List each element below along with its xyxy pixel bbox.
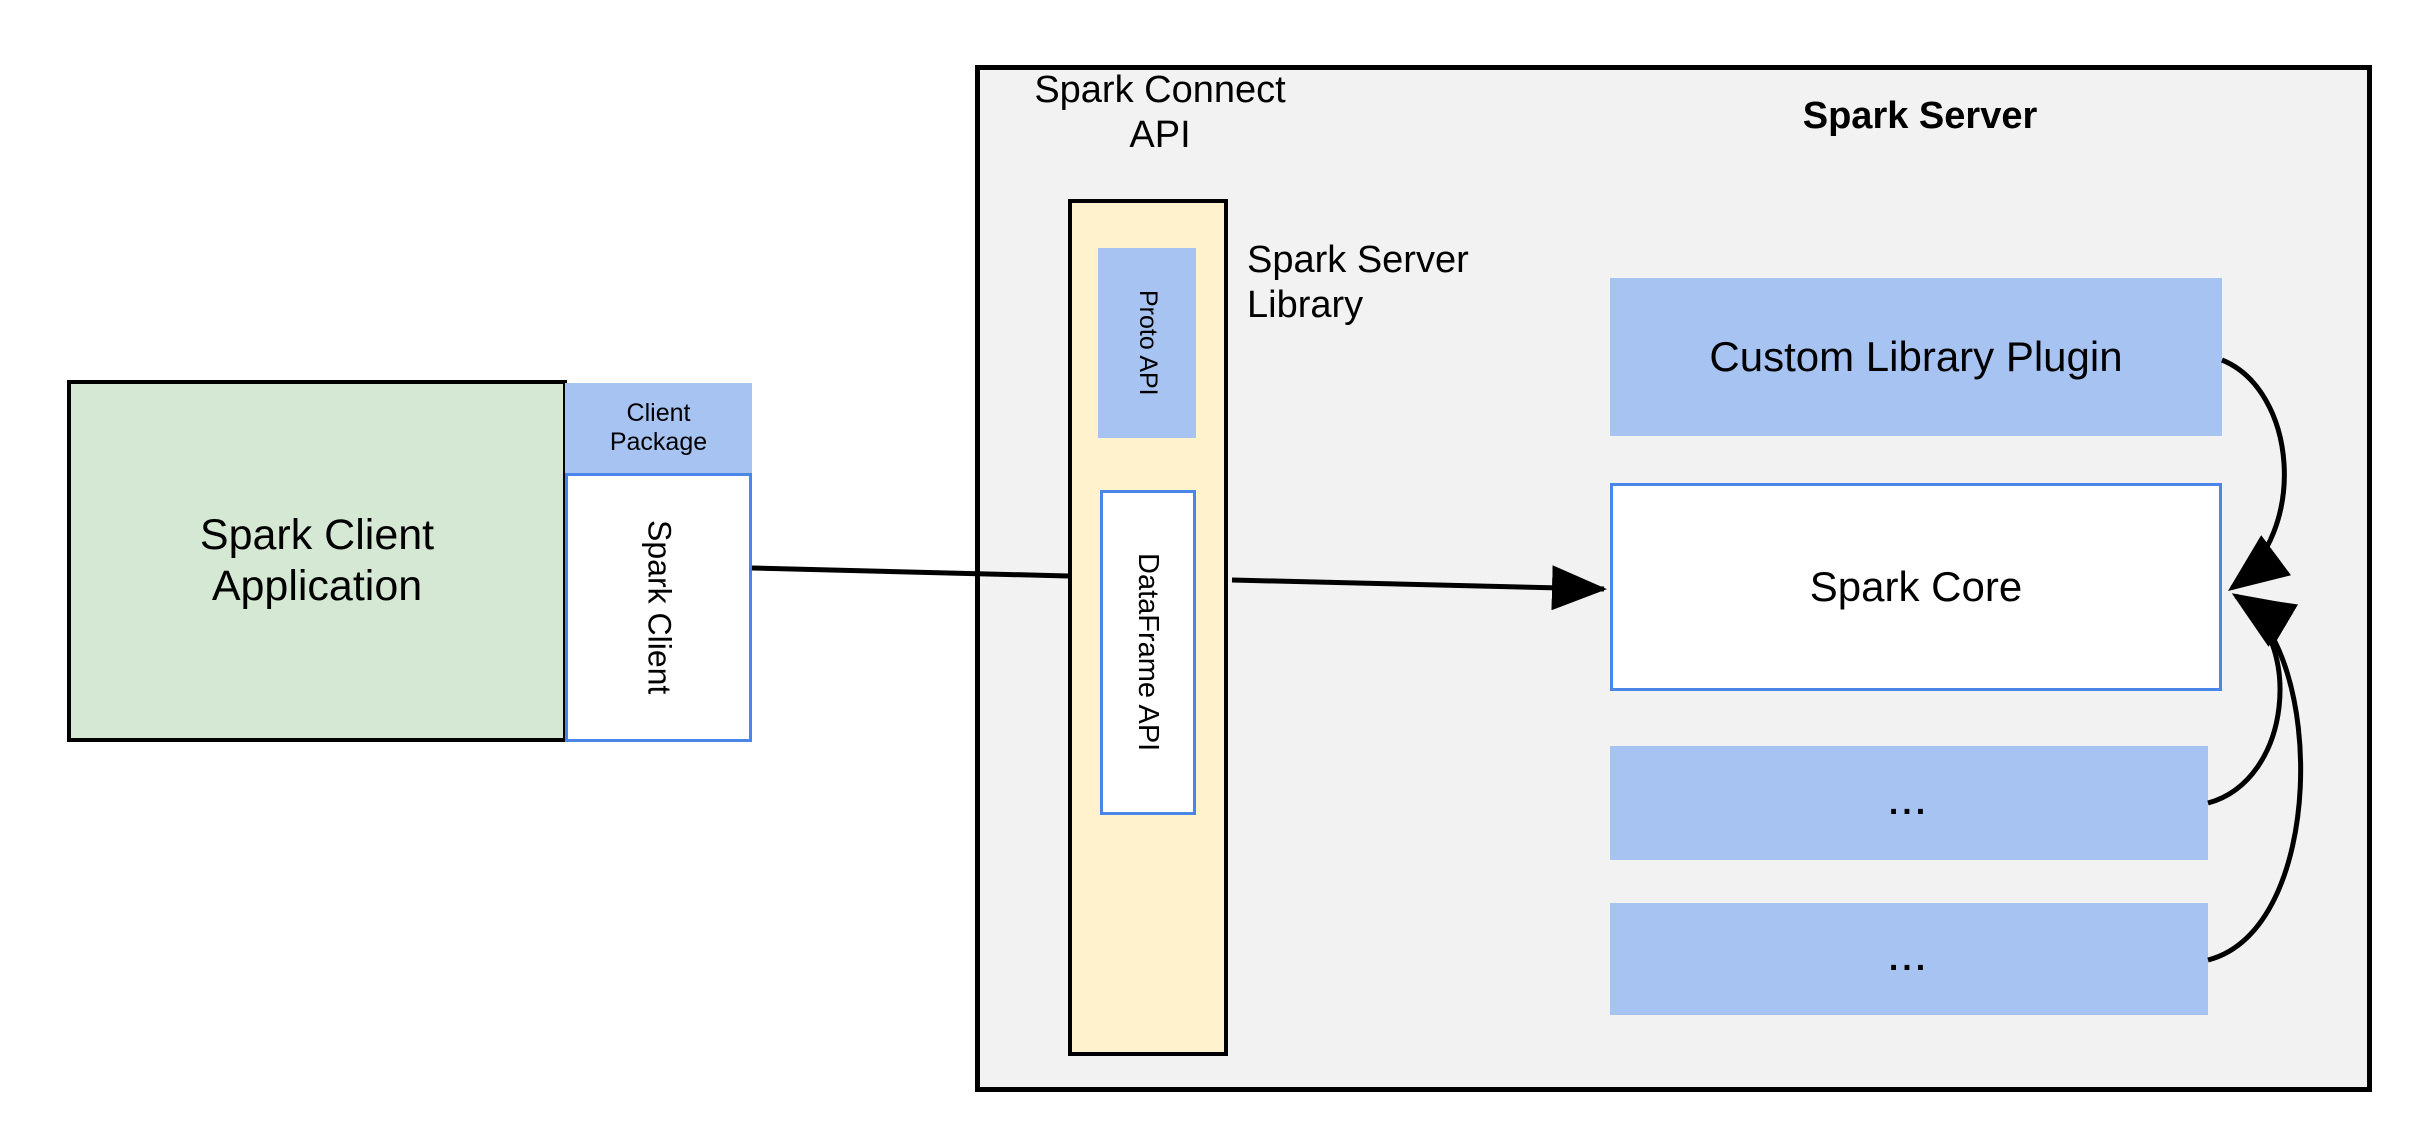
spark-client-box[interactable]: Spark Client xyxy=(565,473,752,742)
spark-server-library-title-line1: Spark Server xyxy=(1247,239,1469,281)
server-component-placeholder-1-label: ... xyxy=(1888,783,1930,822)
spark-client-application-line1: Spark Client xyxy=(199,511,435,560)
spark-server-library-title-line2: Library xyxy=(1247,283,1364,326)
spark-server-library-title: Spark Server Library xyxy=(1247,238,1577,338)
spark-client-application-label: Spark Client Application xyxy=(190,510,444,611)
dataframe-api-label: DataFrame API xyxy=(1132,553,1165,752)
spark-connect-api-title-line1: Spark Connect xyxy=(1034,69,1286,111)
spark-connect-api-title: Spark Connect API xyxy=(1000,68,1320,168)
spark-connect-api-title-line2: API xyxy=(1129,113,1191,156)
client-package-line2: Package xyxy=(609,428,708,456)
client-package-header[interactable]: Client Package xyxy=(565,383,752,473)
spark-client-application-line2: Application xyxy=(211,562,423,610)
dataframe-api-box[interactable]: DataFrame API xyxy=(1100,490,1196,815)
server-component-placeholder-1[interactable]: ... xyxy=(1610,746,2208,860)
proto-api-label: Proto API xyxy=(1133,290,1162,396)
proto-api-box[interactable]: Proto API xyxy=(1098,248,1196,438)
custom-library-plugin-label: Custom Library Plugin xyxy=(1709,333,2123,381)
client-package-label: Client Package xyxy=(610,399,707,458)
client-package-line1: Client xyxy=(626,398,691,427)
spark-core-label: Spark Core xyxy=(1809,563,2023,611)
server-component-placeholder-2[interactable]: ... xyxy=(1610,903,2208,1015)
spark-core-box[interactable]: Spark Core xyxy=(1610,483,2222,691)
spark-client-application-box[interactable]: Spark Client Application xyxy=(67,380,567,742)
spark-client-label: Spark Client xyxy=(641,520,678,695)
custom-library-plugin-box[interactable]: Custom Library Plugin xyxy=(1610,278,2222,436)
spark-server-title: Spark Server xyxy=(1802,94,2038,137)
server-component-placeholder-2-label: ... xyxy=(1888,939,1930,978)
